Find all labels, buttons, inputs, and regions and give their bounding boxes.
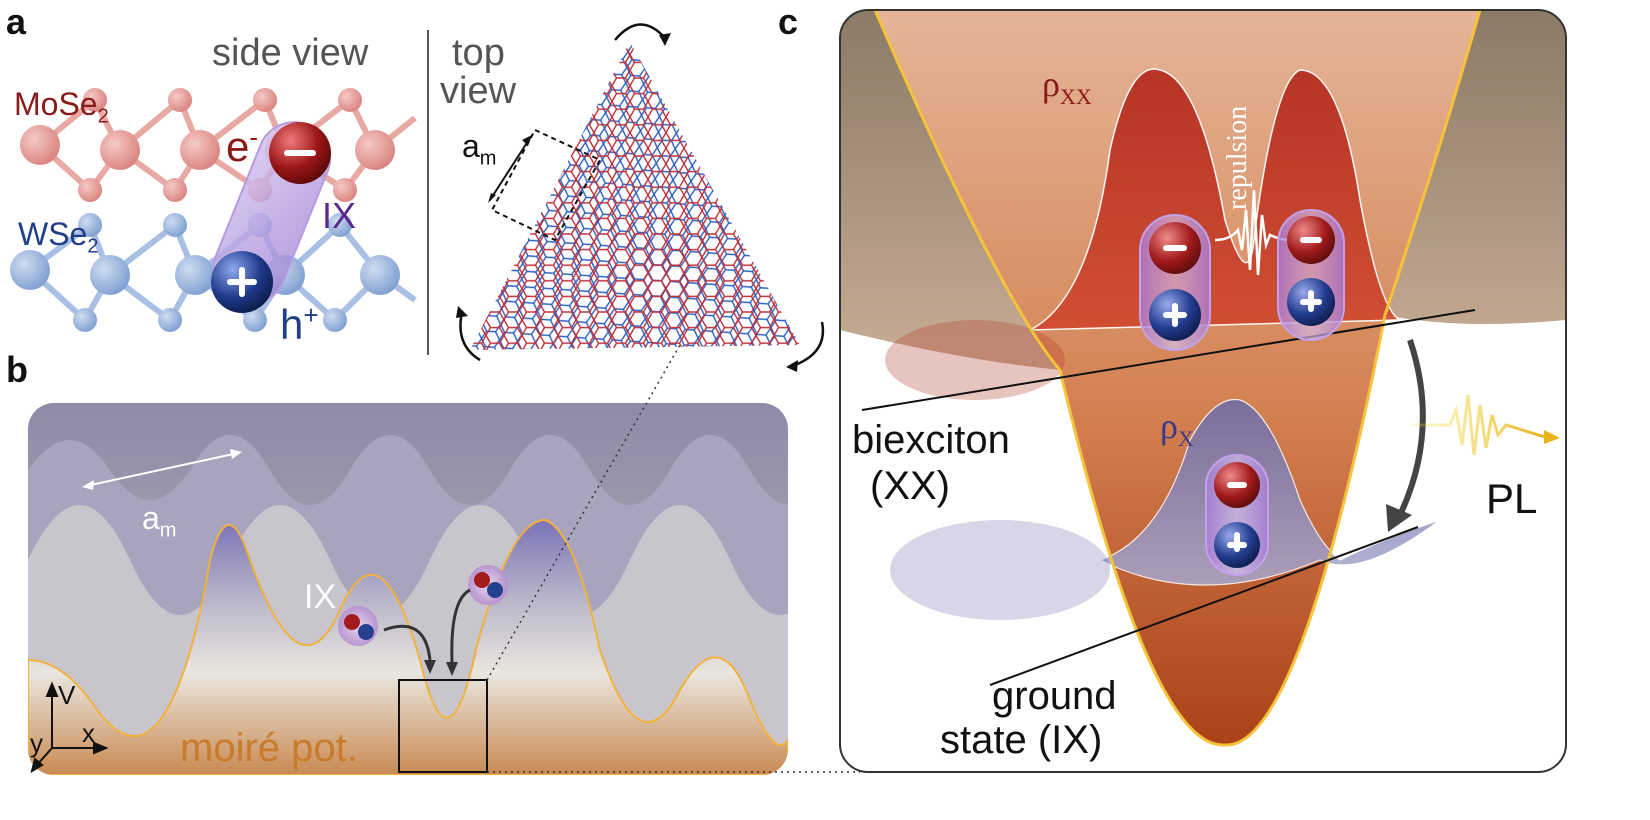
well-outline [873, 10, 1482, 747]
axis-x-label: x [82, 718, 95, 748]
am-text-b: a [142, 500, 160, 536]
rho-x-label: ρX [1160, 408, 1194, 450]
axis-v-label: V [58, 680, 76, 710]
electron-text: e [226, 123, 250, 170]
rho-x-text: ρ [1160, 406, 1178, 446]
biexciton-label-line1: biexciton [852, 418, 1010, 462]
top-view-label-line1: top [452, 32, 505, 74]
am-arrow-b [85, 452, 239, 487]
biexciton-exciton-right [1277, 209, 1345, 341]
am-label-a: am [462, 130, 496, 168]
biexciton-level [861, 309, 1476, 411]
side-view-label: side view [212, 32, 369, 74]
am-subscript-a: m [479, 147, 497, 170]
am-label-b: am [142, 502, 176, 540]
panel-letter-c: c [778, 1, 799, 42]
wse2-subscript: 2 [87, 235, 99, 258]
ix-label-b: IX [304, 578, 337, 616]
mini-exciton-1 [338, 606, 378, 646]
mose2-text: MoSe [14, 86, 98, 122]
mose2-label: MoSe2 [14, 88, 109, 126]
biexciton-label-line2: (XX) [870, 464, 950, 508]
panel-letter-b: b [6, 349, 28, 390]
ground-level [989, 526, 1419, 686]
top-view-label-line2: view [440, 70, 517, 112]
pl-wave [1412, 394, 1546, 456]
mini-exciton-2 [468, 565, 508, 605]
decay-arrow [1397, 339, 1426, 517]
rho-xx-label: ρXX [1042, 66, 1092, 108]
panel-letter-a: a [6, 1, 27, 42]
am-box [490, 128, 602, 242]
mose2-subscript: 2 [97, 105, 109, 128]
hole-text: h [280, 301, 304, 348]
ground-label-line2: state (IX) [940, 718, 1103, 762]
hole-label: h+ [280, 302, 319, 346]
am-arrow-top [489, 137, 531, 201]
wse2-text: WSe [18, 216, 88, 252]
rho-x-subscript: X [1177, 426, 1194, 452]
hole-superscript: + [303, 300, 319, 330]
electron-sphere [269, 122, 331, 184]
am-text-a: a [462, 128, 480, 164]
hole-sphere [211, 251, 273, 313]
am-subscript-b: m [159, 519, 177, 542]
rho-xx-subscript: XX [1059, 84, 1092, 110]
zoom-box [398, 679, 488, 773]
wse2-label: WSe2 [18, 218, 98, 256]
wse2-atoms [10, 213, 400, 332]
axes-icon [30, 681, 109, 774]
ground-exciton [1205, 454, 1269, 576]
electron-superscript: - [249, 122, 259, 152]
repulsion-label: repulsion [1222, 105, 1253, 210]
electron-label: e- [226, 124, 258, 168]
ix-label-a: IX [322, 195, 357, 236]
ground-label-line1: ground [992, 674, 1117, 718]
biexciton-exciton-left [1139, 214, 1211, 351]
rotation-arrows [459, 23, 825, 367]
relaxation-arrows [383, 588, 471, 663]
moire-pot-label: moiré pot. [180, 726, 358, 770]
pl-label: PL [1486, 475, 1538, 522]
axis-y-label: y [30, 728, 43, 758]
rho-xx-text: ρ [1042, 64, 1060, 104]
